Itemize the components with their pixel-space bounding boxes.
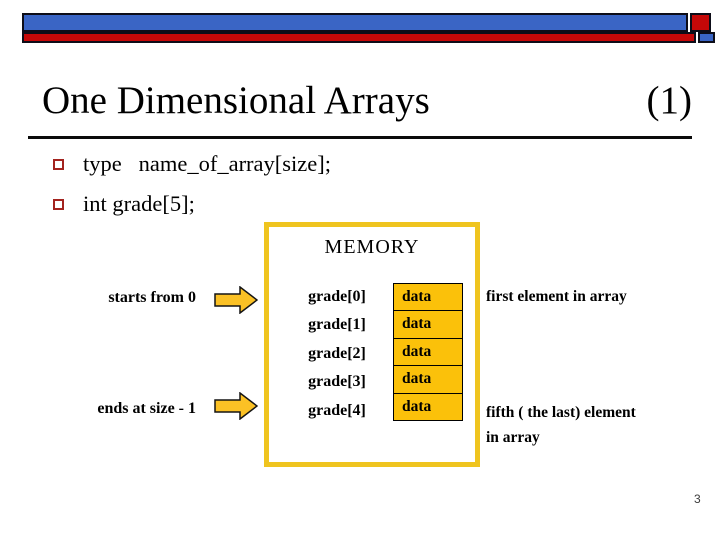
arrow-right-icon: [214, 392, 258, 420]
bullet-item-int-grade: int grade[5];: [53, 190, 195, 217]
array-index-labels: grade[0] grade[1] grade[2] grade[3] grad…: [284, 283, 390, 425]
array-index-label: grade[0]: [308, 288, 366, 305]
memory-cell: data: [393, 392, 463, 421]
note-starts-from-0: starts from 0: [108, 289, 196, 306]
array-index-label: grade[2]: [308, 344, 366, 362]
square-bullet-icon: [53, 199, 64, 210]
array-index-label: grade[1]: [308, 316, 366, 334]
memory-box-title: MEMORY: [324, 236, 420, 258]
note-fifth-element-line2: in array: [486, 429, 540, 446]
slide-part-number: (1): [646, 79, 692, 122]
note-fifth-element: fifth ( the last) element in array: [486, 400, 696, 450]
arrow-right-icon: [214, 286, 258, 314]
page-number: 3: [694, 492, 701, 506]
memory-cell: data: [393, 283, 463, 312]
header-blue-square: [698, 32, 715, 43]
array-index-label: grade[4]: [308, 401, 366, 419]
title-underline: [28, 136, 692, 139]
header-red-bar: [22, 32, 696, 43]
memory-cell: data: [393, 310, 463, 339]
memory-cell: data: [393, 365, 463, 394]
note-first-element: first element in array: [486, 288, 627, 305]
square-bullet-icon: [53, 159, 64, 170]
array-index-label: grade[3]: [308, 373, 366, 391]
bullet-item-type-declaration: type name_of_array[size];: [53, 150, 331, 177]
note-fifth-element-line1: fifth ( the last) element: [486, 404, 636, 421]
bullet-text: int grade[5];: [83, 191, 195, 216]
bullet-text: type name_of_array[size];: [83, 151, 332, 176]
memory-cells: data data data data data: [393, 283, 463, 421]
title-row: One Dimensional Arrays (1): [42, 78, 692, 125]
memory-cell: data: [393, 337, 463, 367]
header-red-square: [690, 13, 711, 32]
page-title: One Dimensional Arrays: [42, 79, 430, 122]
note-ends-at-size-1: ends at size - 1: [97, 400, 196, 417]
header-blue-bar: [22, 13, 688, 32]
